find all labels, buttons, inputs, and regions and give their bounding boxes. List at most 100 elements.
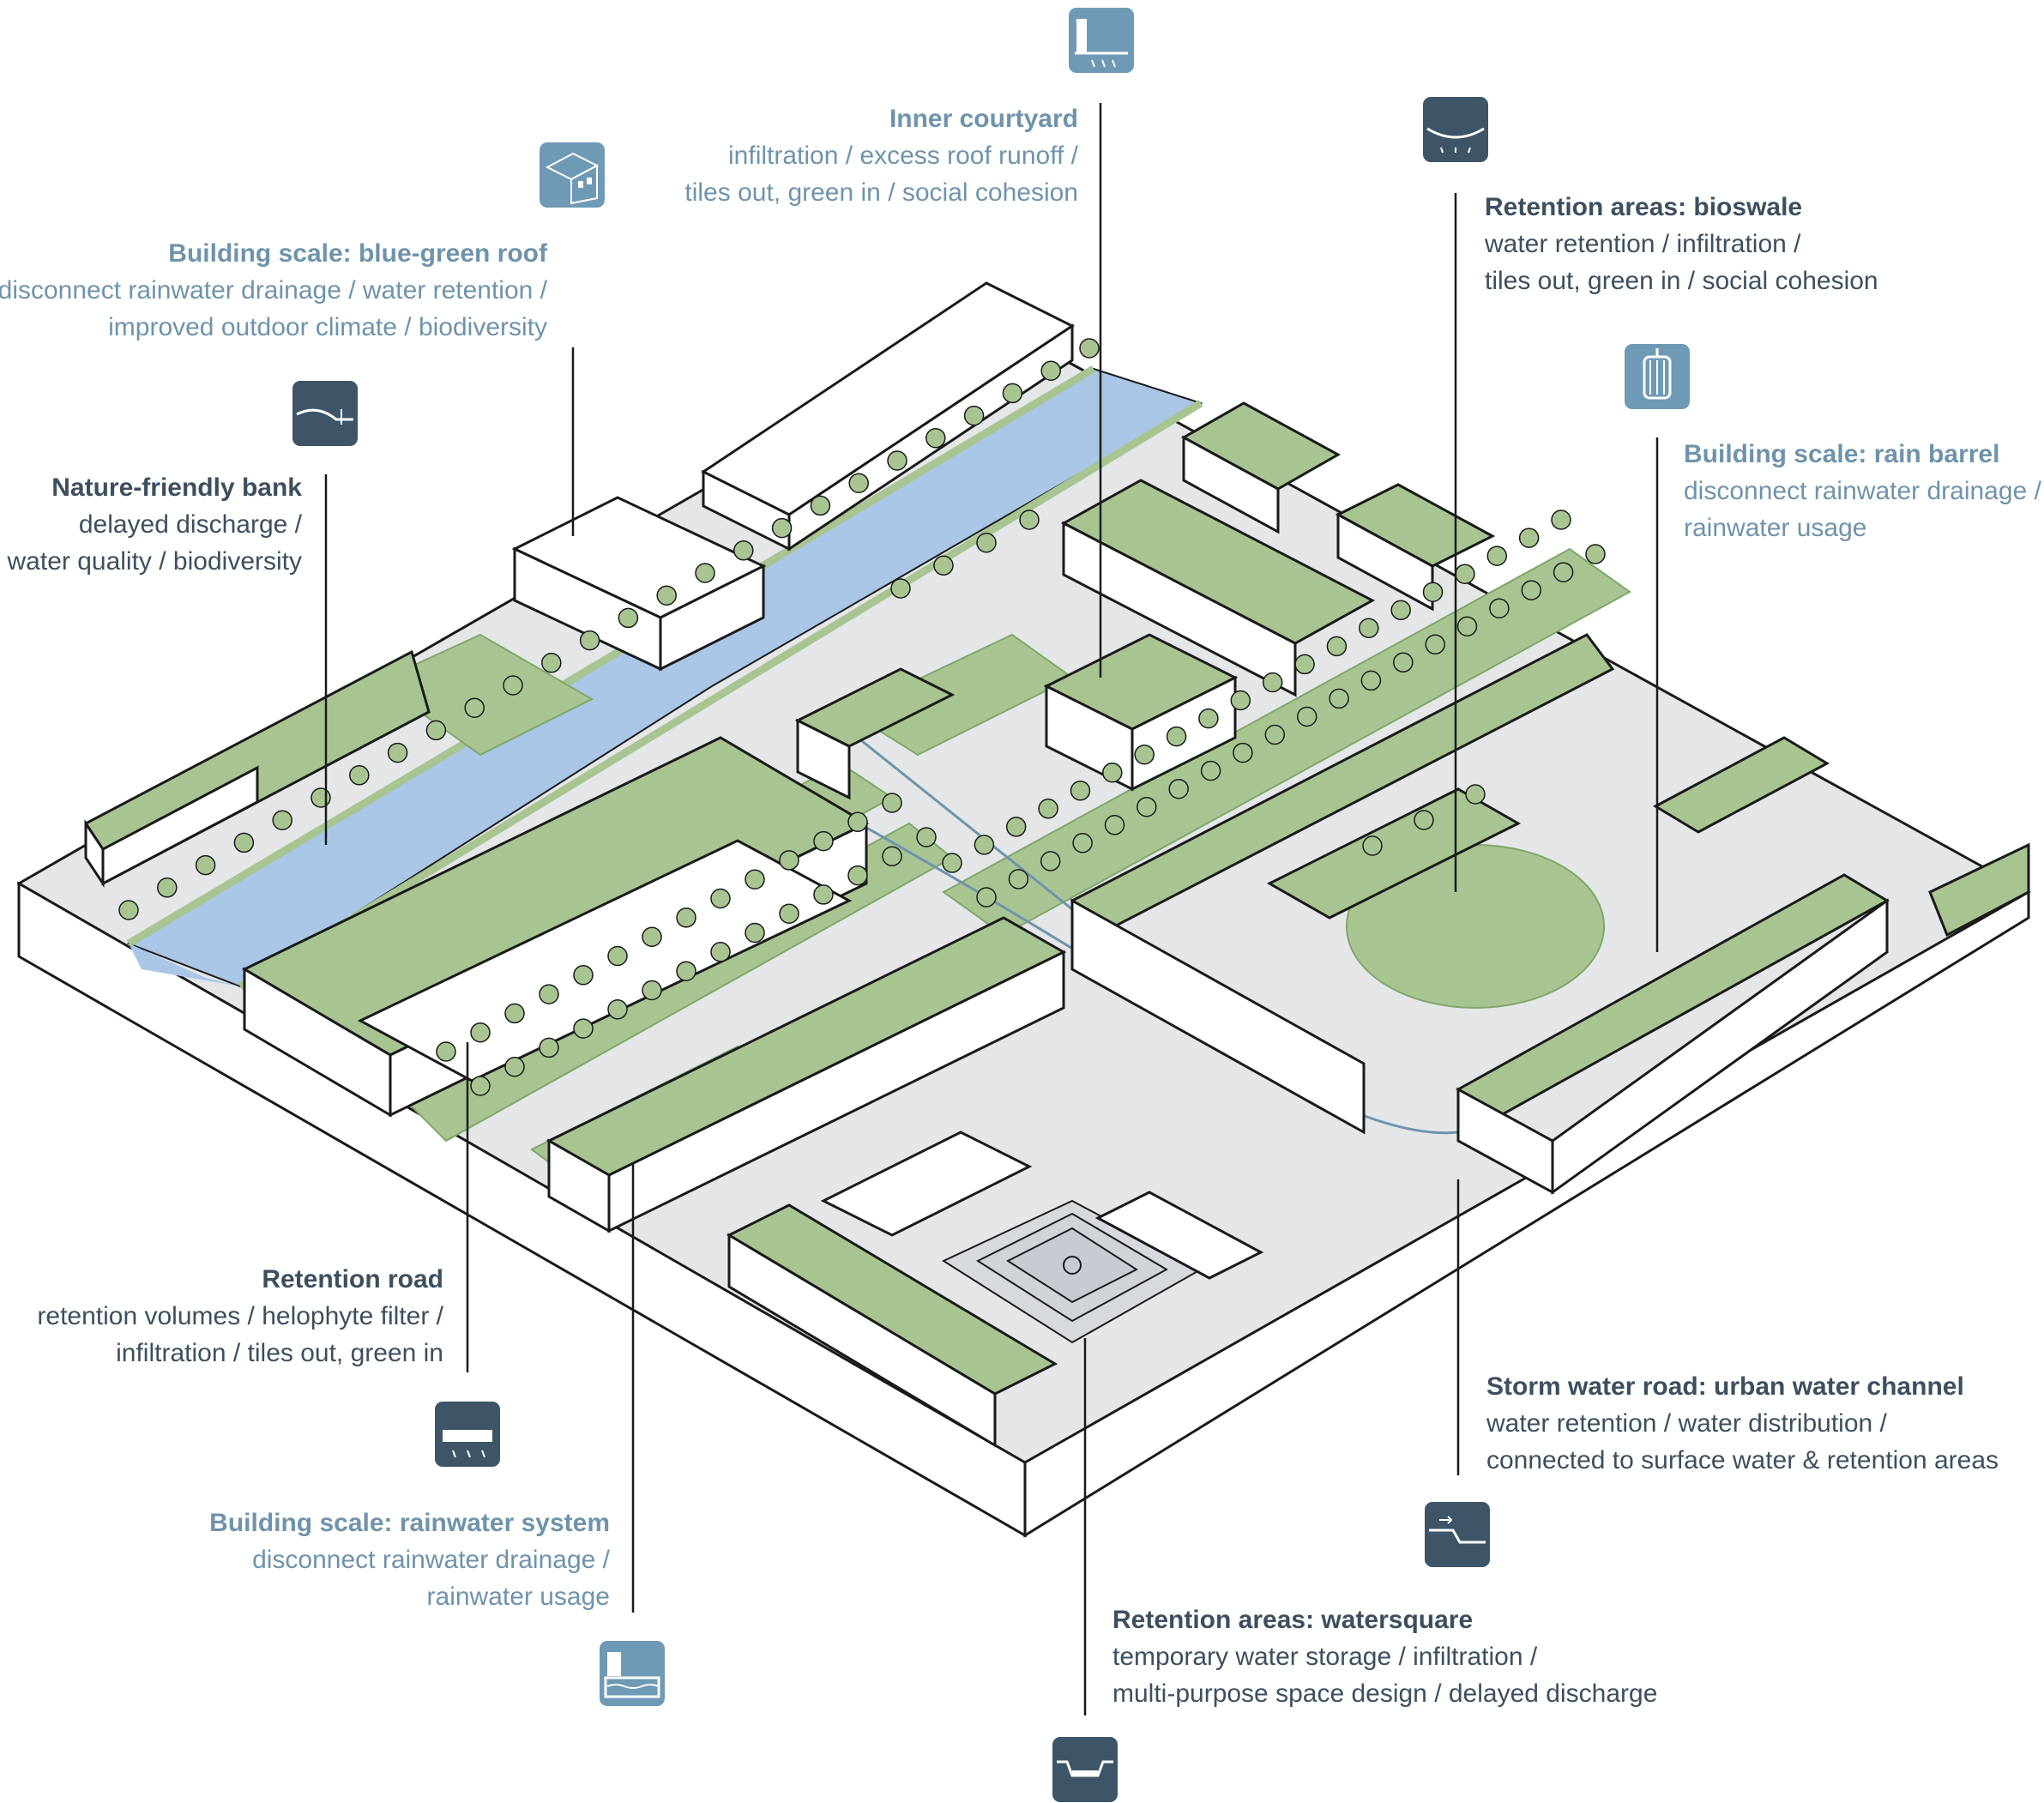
- tree: [848, 473, 869, 493]
- tree: [933, 555, 954, 576]
- tree: [676, 961, 696, 981]
- label-line: water retention / infiltration /: [1485, 230, 1801, 258]
- tree: [311, 787, 331, 808]
- tree: [1019, 510, 1040, 530]
- tree: [1040, 851, 1061, 871]
- tree: [573, 965, 594, 986]
- bioswale-icon: [1423, 97, 1488, 162]
- tree: [887, 450, 907, 471]
- label-line: infiltration / tiles out, green in: [116, 1339, 443, 1367]
- nature-bank-icon: [292, 381, 358, 446]
- tree: [1008, 869, 1029, 889]
- tree: [1390, 600, 1411, 621]
- label-blue-green-roof: Building scale: blue-green roof disconne…: [0, 235, 547, 346]
- label-rainwater-system: Building scale: rainwater system disconn…: [209, 1505, 610, 1615]
- tree: [1166, 726, 1187, 747]
- tree: [1465, 784, 1486, 805]
- label-line: temporary water storage / infiltration /: [1112, 1643, 1538, 1671]
- tree: [656, 585, 677, 606]
- tree: [1455, 564, 1475, 584]
- tree: [1489, 598, 1510, 618]
- tree: [1360, 670, 1382, 691]
- tree: [1326, 636, 1348, 657]
- courtyard-infiltration-icon: [1069, 8, 1134, 73]
- tree: [890, 578, 911, 599]
- label-title: Building scale: rainwater system: [209, 1509, 610, 1537]
- tree: [1414, 810, 1434, 830]
- tree: [503, 675, 523, 696]
- tree: [1264, 724, 1286, 745]
- tree: [157, 877, 178, 898]
- label-title: Retention areas: bioswale: [1485, 193, 1803, 221]
- tree: [779, 850, 799, 871]
- tree: [618, 607, 639, 629]
- label-line: disconnect rainwater drainage / water re…: [0, 276, 547, 305]
- tree: [349, 765, 370, 786]
- retention-road-icon: [435, 1402, 500, 1467]
- label-line: tiles out, green in / social cohesion: [684, 178, 1078, 207]
- tree: [607, 999, 628, 1020]
- label-storm-water-road: Storm water road: urban water channel wa…: [1486, 1368, 1999, 1479]
- rain-barrel-icon: [1625, 344, 1690, 409]
- tree: [847, 865, 868, 886]
- tree: [1551, 510, 1571, 530]
- tree: [539, 984, 559, 1004]
- label-line: improved outdoor climate / biodiversity: [108, 313, 547, 341]
- tree: [539, 1037, 559, 1058]
- tree: [470, 1076, 491, 1096]
- label-retention-road: Retention road retention volumes / helop…: [37, 1261, 443, 1372]
- label-line: infiltration / excess roof runoff /: [728, 142, 1078, 170]
- label-title: Storm water road: urban water channel: [1486, 1372, 1964, 1401]
- label-title: Building scale: rain barrel: [1684, 440, 2000, 468]
- trees: [118, 338, 1606, 1096]
- tree: [1553, 562, 1574, 582]
- tree: [1002, 383, 1023, 404]
- label-title: Building scale: blue-green roof: [168, 239, 547, 268]
- storm-water-channel-icon: [1425, 1502, 1490, 1567]
- tree: [976, 887, 997, 908]
- tree: [573, 1018, 594, 1039]
- tree: [745, 922, 765, 944]
- tree: [882, 793, 902, 813]
- tree: [1072, 833, 1093, 853]
- tree: [942, 853, 962, 873]
- tree: [676, 908, 696, 928]
- tree: [607, 945, 628, 967]
- tree: [1585, 544, 1606, 564]
- tree: [1362, 835, 1383, 856]
- tree: [1079, 338, 1100, 359]
- tree: [1329, 688, 1349, 709]
- tree: [504, 1056, 525, 1077]
- tree: [926, 428, 946, 449]
- tree: [464, 697, 485, 718]
- tree: [916, 827, 937, 847]
- tree: [1198, 708, 1219, 729]
- tree: [1425, 634, 1445, 655]
- tree: [579, 630, 600, 651]
- tree: [272, 810, 292, 830]
- tree: [1038, 799, 1058, 819]
- label-line: water retention / water distribution /: [1486, 1409, 1887, 1438]
- leader-lines: [324, 103, 1659, 1716]
- tree: [1296, 706, 1317, 727]
- tree: [733, 540, 754, 561]
- tree: [387, 742, 408, 763]
- tree: [1486, 546, 1508, 566]
- tree: [1070, 781, 1091, 801]
- label-bioswale: Retention areas: bioswale water retentio…: [1485, 189, 1878, 299]
- tree: [1294, 654, 1315, 675]
- tree: [745, 869, 765, 889]
- tree: [118, 900, 139, 920]
- tree: [810, 495, 831, 516]
- tree: [813, 884, 834, 905]
- tree: [847, 811, 868, 833]
- tree: [771, 517, 793, 539]
- tree: [1200, 760, 1221, 781]
- label-line: rainwater usage: [1684, 514, 1867, 542]
- tree: [1168, 778, 1189, 799]
- green-roof-building-icon: [540, 142, 605, 208]
- tree: [1518, 528, 1540, 548]
- tree: [710, 942, 731, 962]
- tree: [541, 653, 562, 673]
- canal: [126, 365, 1203, 990]
